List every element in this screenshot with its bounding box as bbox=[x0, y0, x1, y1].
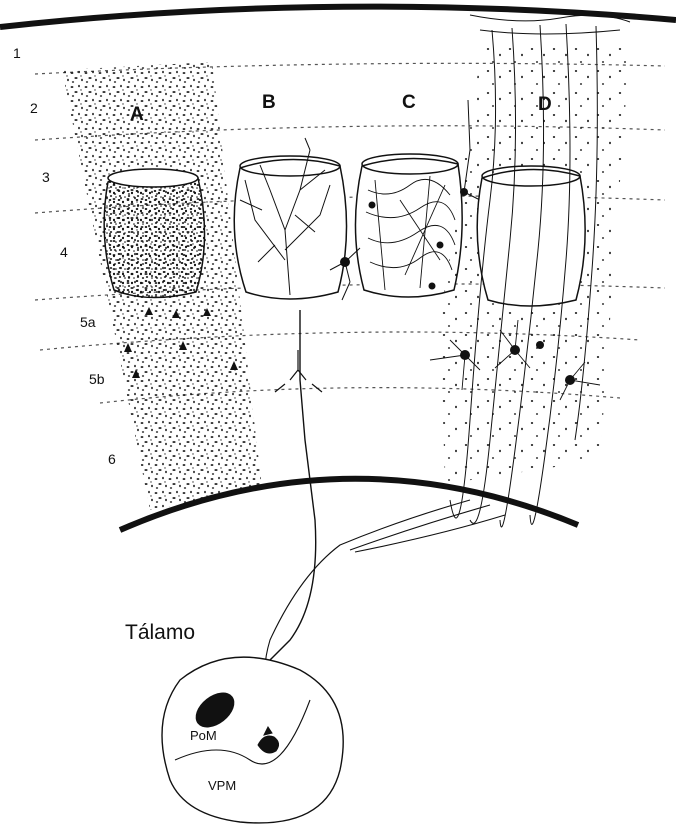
column-a-barrel-top bbox=[108, 169, 198, 187]
column-label-a: A bbox=[130, 104, 144, 125]
column-d bbox=[265, 15, 630, 705]
column-label-d: D bbox=[538, 94, 552, 115]
layer-label-6: 6 bbox=[108, 451, 116, 467]
layer-label-1: 1 bbox=[13, 45, 21, 61]
column-c-barrel bbox=[355, 158, 462, 297]
column-d-barrel bbox=[477, 169, 585, 306]
vpm-label: VPM bbox=[208, 778, 236, 793]
column-label-c: C bbox=[402, 92, 416, 113]
pom-label: PoM bbox=[190, 728, 217, 743]
layer-label-3: 3 bbox=[42, 169, 50, 185]
pial-surface bbox=[0, 7, 676, 27]
column-a-barrel bbox=[104, 173, 204, 298]
layer-label-5b: 5b bbox=[89, 371, 105, 387]
thalamus-title: Tálamo bbox=[125, 621, 195, 644]
layer-label-4: 4 bbox=[60, 244, 68, 260]
column-b-barrel bbox=[234, 159, 346, 299]
layer-label-2: 2 bbox=[30, 100, 38, 116]
column-label-b: B bbox=[262, 92, 276, 113]
layer-label-5a: 5a bbox=[80, 314, 96, 330]
thalamus: Tálamo PoM VPM bbox=[125, 621, 343, 823]
column-b-axon bbox=[240, 310, 316, 690]
column-b-layer5-cell bbox=[275, 350, 322, 392]
